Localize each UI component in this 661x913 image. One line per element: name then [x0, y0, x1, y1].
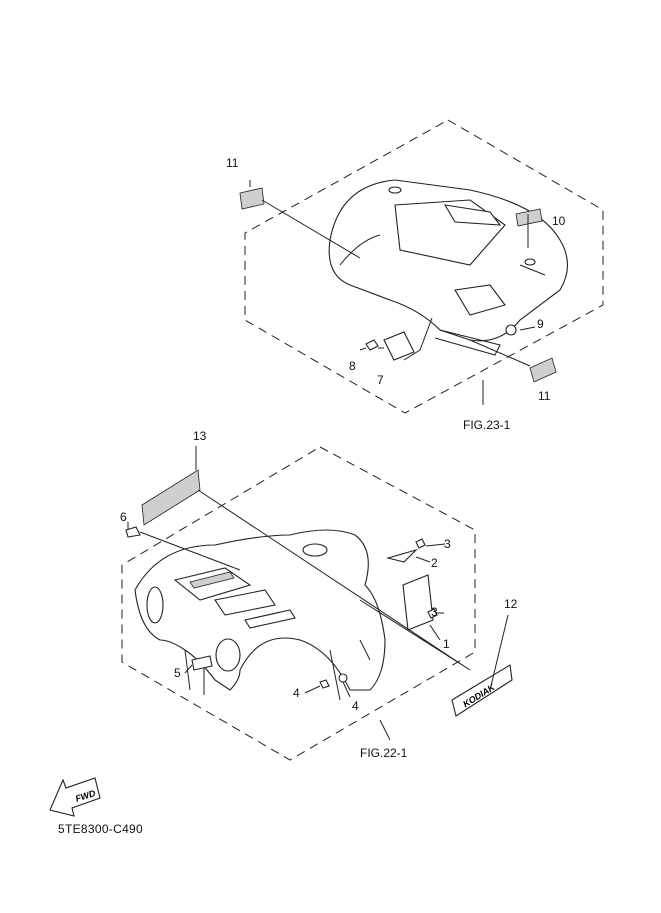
- callout-12: 12: [504, 597, 518, 611]
- callout-9: 9: [537, 317, 544, 331]
- part-10-decal: [515, 208, 543, 227]
- figure-ref-23-1: FIG.23-1: [463, 418, 511, 432]
- callout-7: 7: [377, 373, 384, 387]
- fwd-arrow-icon: FWD: [49, 777, 101, 817]
- callout-1: 1: [443, 637, 450, 651]
- part-3-rivet-upper: [415, 538, 426, 549]
- callout-6: 6: [120, 510, 127, 524]
- callout-2: 2: [431, 556, 438, 570]
- front-fender-group-boundary: [121, 446, 476, 761]
- callout-4-right: 4: [352, 699, 359, 713]
- rear-fender-group-boundary: [244, 119, 604, 414]
- part-12-kodiak-decal: KODIAK: [451, 664, 513, 717]
- front-fender: [134, 529, 386, 701]
- callout-11-lower: 11: [538, 389, 551, 403]
- part-8-screw: [365, 339, 379, 351]
- diagram-code: 5TE8300-C490: [58, 822, 143, 836]
- callout-4-left: 4: [293, 686, 300, 700]
- callout-3-upper: 3: [444, 537, 451, 551]
- part-4-nut-right: [338, 673, 348, 683]
- rear-fender: [328, 179, 569, 356]
- callout-11-upper: 11: [226, 156, 239, 170]
- part-5-decal: [191, 655, 213, 671]
- part-6-cap: [125, 526, 141, 538]
- part-13-decal: [141, 469, 201, 526]
- callout-10: 10: [552, 214, 566, 228]
- part-2-plate: [385, 548, 418, 563]
- figure-ref-22-1: FIG.22-1: [360, 746, 408, 760]
- callout-5: 5: [174, 666, 181, 680]
- part-3-rivet-lower: [427, 608, 438, 619]
- callout-8: 8: [349, 359, 356, 373]
- part-11-decal-upper: [239, 187, 265, 210]
- part-7-plate: [383, 331, 415, 361]
- part-4-screw-left: [319, 679, 330, 689]
- part-9-grommet: [505, 324, 517, 336]
- callout-3-lower: 3: [431, 605, 438, 619]
- callout-13: 13: [193, 429, 207, 443]
- part-11-decal-lower: [529, 357, 557, 383]
- part-1-bracket: [402, 574, 434, 631]
